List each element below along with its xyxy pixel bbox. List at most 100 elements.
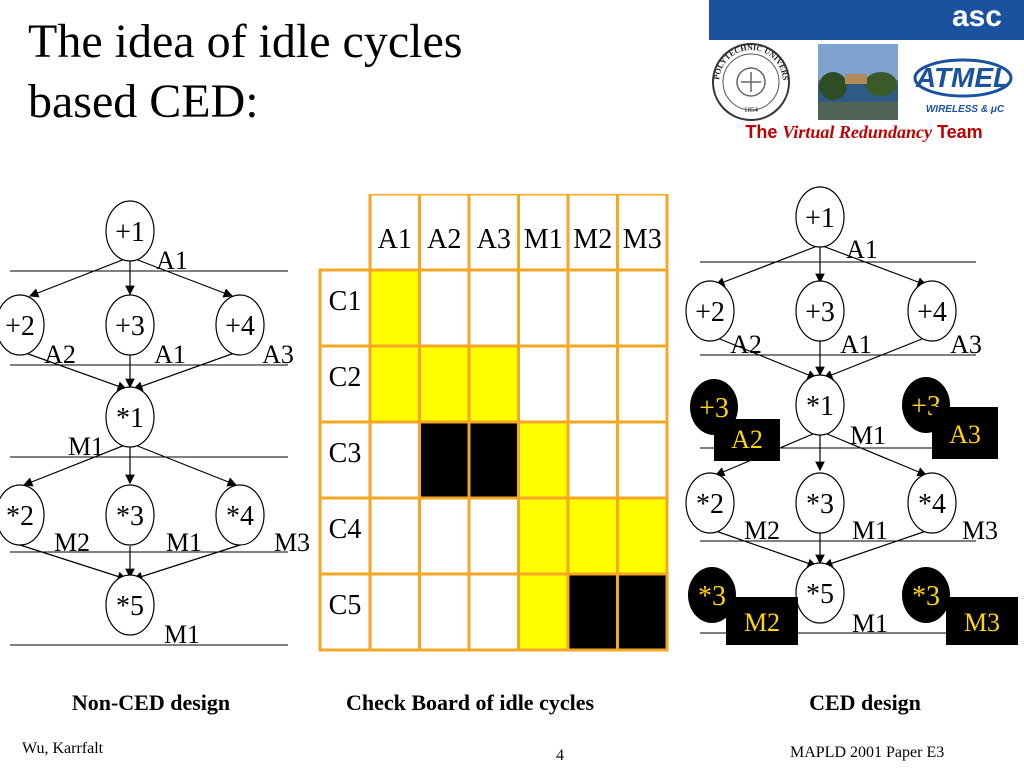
board-cell-c4-m1-idle bbox=[517, 496, 570, 576]
dup-unit-label: A2 bbox=[731, 425, 763, 454]
node-mul4 bbox=[907, 472, 957, 534]
row-header-c1: C1 bbox=[329, 286, 362, 317]
row-header-c3: C3 bbox=[329, 438, 362, 469]
edge bbox=[709, 334, 818, 380]
board-cell-c3-m1-idle bbox=[517, 420, 570, 500]
node-add4 bbox=[907, 280, 957, 342]
board-cell-c3-a2-busy bbox=[418, 420, 471, 500]
edge bbox=[129, 256, 234, 298]
board-cell-c1-m1-free bbox=[517, 268, 570, 348]
brand-bar: asc bbox=[709, 0, 1024, 40]
node-label: *2 bbox=[6, 501, 34, 532]
campus-photo bbox=[818, 44, 898, 120]
node-label: *5 bbox=[806, 579, 834, 610]
edge bbox=[132, 350, 241, 391]
atmel-logo: ATMEL WIRELESS & μC bbox=[912, 50, 1022, 116]
board-cell-c2-a1-idle bbox=[368, 344, 421, 424]
caption-ced: CED design bbox=[809, 690, 921, 715]
ced-diagram: +1 +2 +3 +4 *1 *2 *3 *4 *5 A1 A2 A1 A3 M… bbox=[685, 186, 1018, 645]
board-cell-c3-a3-busy bbox=[467, 420, 520, 500]
dup-mul3-left: *3 M2 bbox=[688, 567, 798, 645]
team-suffix: Team bbox=[936, 122, 983, 142]
node-label: *4 bbox=[226, 501, 254, 532]
node-label: *1 bbox=[116, 403, 144, 434]
node-label: +3 bbox=[115, 311, 145, 342]
node-label: *5 bbox=[116, 591, 144, 622]
edge bbox=[129, 442, 238, 487]
unit-label: A3 bbox=[950, 330, 982, 359]
footer-page-number: 4 bbox=[556, 747, 564, 764]
node-add3 bbox=[105, 294, 155, 356]
board-cell-c3-m2-free bbox=[566, 420, 619, 500]
column-header-m2: M2 bbox=[573, 224, 612, 255]
footer-authors: Wu, Karrfalt bbox=[22, 740, 104, 757]
board-cell-c5-a2-free bbox=[418, 572, 471, 652]
board-cell-c1-m3-free bbox=[616, 268, 669, 348]
dup-unit-label: M2 bbox=[744, 608, 780, 637]
node-mul2 bbox=[0, 484, 45, 546]
board-cell-c4-a2-free bbox=[418, 496, 471, 576]
node-label: +2 bbox=[5, 311, 35, 342]
node-label: +1 bbox=[115, 217, 145, 248]
edge bbox=[714, 244, 821, 287]
dup-node-label: *3 bbox=[698, 581, 726, 612]
node-mul5 bbox=[795, 562, 845, 624]
edge bbox=[819, 430, 928, 477]
unit-label: M1 bbox=[68, 432, 104, 461]
board-cell-c5-m1-idle bbox=[517, 572, 570, 652]
unit-label: A2 bbox=[44, 340, 76, 369]
unit-label: A1 bbox=[840, 330, 872, 359]
dup-node-label: *3 bbox=[912, 581, 940, 612]
dup-node-label: +3 bbox=[699, 393, 729, 424]
row-header-c4: C4 bbox=[329, 514, 362, 545]
title-line-2: based CED: bbox=[28, 75, 259, 128]
asc-logo: asc bbox=[951, 0, 1002, 33]
node-mul1 bbox=[795, 374, 845, 436]
node-add4 bbox=[215, 294, 265, 356]
node-mul3 bbox=[105, 484, 155, 546]
board-cell-c3-m3-free bbox=[616, 420, 669, 500]
caption-non-ced: Non-CED design bbox=[71, 690, 231, 715]
atmel-logo-text: ATMEL bbox=[915, 62, 1010, 93]
node-label: +3 bbox=[805, 297, 835, 328]
unit-label: M1 bbox=[166, 528, 202, 557]
board-cell-c5-a1-free bbox=[368, 572, 421, 652]
column-header-cell bbox=[368, 194, 421, 272]
node-label: +1 bbox=[805, 203, 835, 234]
row-header-c5: C5 bbox=[329, 590, 362, 621]
team-italic: Virtual Redundancy bbox=[782, 122, 932, 142]
edge bbox=[709, 528, 818, 568]
board-cell-c5-a3-free bbox=[467, 572, 520, 652]
university-seal-icon: POLYTECHNIC UNIVERSITY 1854 bbox=[705, 40, 790, 121]
node-add2 bbox=[685, 280, 735, 342]
brand-logos: POLYTECHNIC UNIVERSITY 1854 ATMEL WIRELE… bbox=[705, 40, 1022, 121]
unit-label: M3 bbox=[962, 516, 998, 545]
dup-unit-label: A3 bbox=[949, 420, 981, 449]
board-cell-c2-a3-idle bbox=[467, 344, 520, 424]
column-header-a1: A1 bbox=[378, 224, 412, 255]
node-mul3 bbox=[795, 472, 845, 534]
board-cell-c1-a2-free bbox=[418, 268, 471, 348]
team-label: The Virtual Redundancy Team bbox=[709, 122, 1019, 143]
atmel-sub-text: WIRELESS & μC bbox=[926, 104, 1005, 115]
edge bbox=[28, 256, 131, 298]
node-label: *3 bbox=[806, 489, 834, 520]
slide-title: The idea of idle cycles based CED: bbox=[28, 12, 462, 132]
edge bbox=[19, 350, 128, 391]
edge bbox=[819, 244, 928, 287]
edge bbox=[22, 442, 131, 487]
node-add3 bbox=[795, 280, 845, 342]
column-header-cell bbox=[566, 194, 619, 272]
board-cell-c5-m2-busy bbox=[566, 572, 619, 652]
node-add1 bbox=[795, 186, 845, 248]
unit-label: M1 bbox=[850, 421, 886, 450]
board-cell-c2-a2-idle bbox=[418, 344, 471, 424]
board-cell-c1-a3-free bbox=[467, 268, 520, 348]
board-cell-c4-a1-free bbox=[368, 496, 421, 576]
board-cell-c2-m1-free bbox=[517, 344, 570, 424]
unit-label: M1 bbox=[852, 609, 888, 638]
edge bbox=[19, 544, 128, 582]
unit-label: A3 bbox=[262, 340, 294, 369]
board-cell-c4-m3-idle bbox=[616, 496, 669, 576]
